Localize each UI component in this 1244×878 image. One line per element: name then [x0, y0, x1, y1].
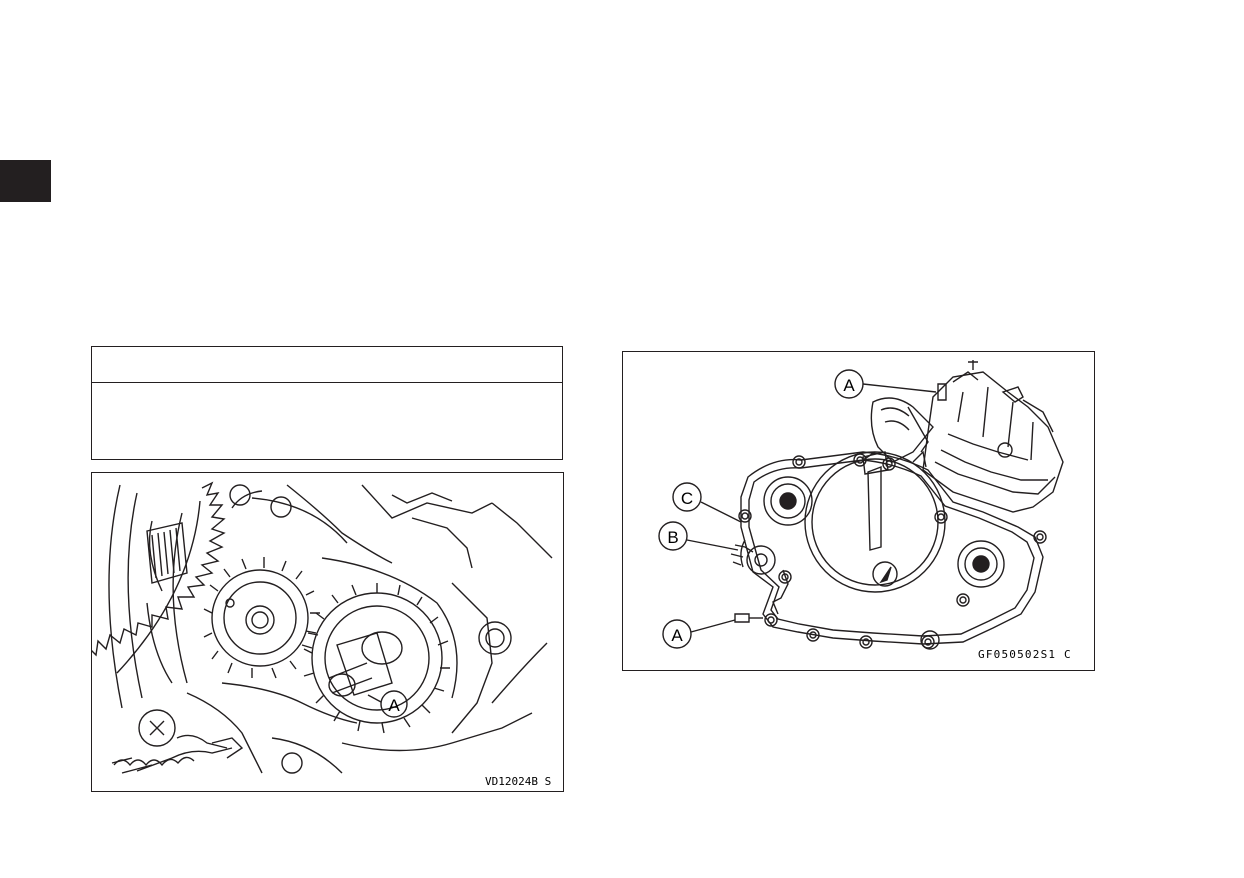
- engine-side-illustration: A C B A GF050502S1 C: [658, 360, 1072, 661]
- gear-train-lines: [92, 481, 553, 774]
- section-tab: [0, 160, 51, 202]
- warning-heading-bar: [92, 347, 562, 383]
- callout-b: B: [667, 528, 678, 547]
- figure-engine-side: A C B A GF050502S1 C: [622, 351, 1095, 671]
- engine-lines: [658, 360, 1064, 650]
- callout-a-top: A: [843, 376, 855, 395]
- figure-gear-train: A VD12024B S: [91, 472, 564, 792]
- figure-right-code: GF050502S1 C: [978, 648, 1072, 661]
- callout-a-left: A: [388, 696, 400, 715]
- callout-c: C: [681, 489, 693, 508]
- callout-a-bottom: A: [671, 626, 683, 645]
- warning-box: [91, 346, 563, 460]
- gear-train-illustration: A VD12024B S: [92, 481, 553, 788]
- figure-left-code: VD12024B S: [485, 775, 551, 788]
